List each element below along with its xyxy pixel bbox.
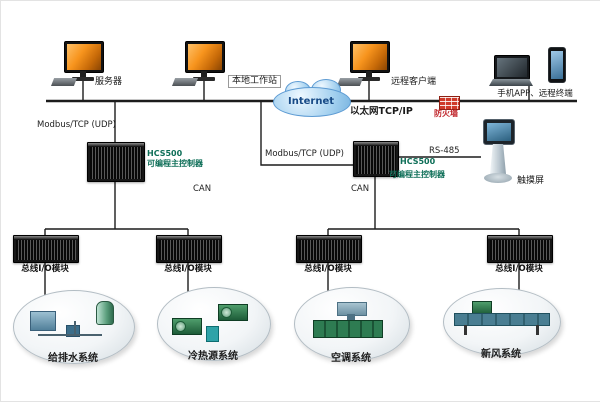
monitor-bezel	[64, 41, 104, 73]
laptop-screen	[497, 58, 527, 77]
duct-run-icon	[454, 313, 550, 326]
kiosk-head	[483, 119, 515, 145]
cloud-puff	[273, 87, 351, 117]
pipe-icon	[38, 334, 102, 336]
controller-left-desc: 可编程主控制器	[147, 159, 203, 168]
rack-top	[297, 236, 361, 239]
duct-leg-icon	[464, 325, 467, 335]
monitor-screen	[188, 44, 222, 70]
water-system-label: 给排水系统	[48, 353, 98, 364]
remote-client-monitor-icon	[337, 41, 392, 87]
keyboard-icon	[172, 78, 198, 86]
laptop-lid	[494, 55, 530, 80]
monitor-stand	[80, 71, 86, 77]
water-tank-icon	[30, 311, 56, 331]
monitor-bezel	[350, 41, 390, 73]
firewall-icon	[439, 96, 460, 110]
controller-right-desc: 可编程主控制器	[389, 170, 445, 179]
modbus-mid-label: Modbus/TCP (UDP)	[265, 149, 344, 159]
rack-top	[157, 236, 221, 239]
rack-fins	[159, 240, 219, 260]
io-module-2-rack-icon	[156, 235, 222, 263]
controller-left-rack-icon	[87, 142, 145, 182]
rack-fins	[90, 147, 142, 179]
ahu-icon	[313, 320, 383, 338]
pipe-icon	[74, 321, 76, 335]
phone-screen	[551, 51, 563, 79]
controller-right-model: HCS500	[400, 157, 436, 166]
modbus-left-label: Modbus/TCP (UDP)	[37, 120, 116, 130]
rack-top	[488, 236, 552, 239]
io-module-4-rack-icon	[487, 235, 553, 263]
wire-modbus-mid	[260, 101, 353, 166]
duct-leg-icon	[536, 325, 539, 335]
monitor-stand	[366, 71, 372, 77]
monitor-bezel	[185, 41, 225, 73]
rack-top	[14, 236, 78, 239]
fresh-air-system-ellipse	[443, 288, 561, 356]
can-left-label: CAN	[193, 184, 212, 194]
keyboard-icon	[51, 78, 77, 86]
hvac-system-ellipse	[294, 287, 410, 361]
touchscreen-kiosk-icon	[481, 119, 515, 185]
smartphone-icon	[548, 47, 566, 83]
kiosk-base	[484, 173, 512, 183]
internet-cloud-icon: Internet	[273, 79, 351, 117]
io-module-3-label: 总线I/O模块	[304, 264, 352, 274]
laptop-icon	[489, 55, 535, 87]
rack-top	[354, 142, 398, 145]
rack-fins	[299, 240, 359, 260]
io-module-1-label: 总线I/O模块	[21, 264, 69, 274]
ethernet-label: 以太网TCP/IP	[350, 106, 413, 117]
cylinder-tank-icon	[96, 301, 114, 325]
hvac-system-label: 空调系统	[331, 353, 371, 364]
workstation-monitor-icon	[172, 41, 227, 87]
mobile-label: 手机APP、远程终端	[497, 89, 573, 99]
remote-client-label: 远程客户端	[391, 77, 437, 87]
touchscreen-label: 触摸屏	[517, 176, 545, 186]
controller-left-model: HCS500	[147, 149, 183, 158]
water-system-ellipse	[13, 290, 135, 364]
monitor-base	[72, 77, 94, 81]
pump-wheel-icon	[175, 321, 186, 332]
monitor-base	[193, 77, 215, 81]
server-monitor-icon	[51, 41, 106, 87]
monitor-screen	[67, 44, 101, 70]
workstation-label: 本地工作站	[228, 75, 282, 88]
keyboard-icon	[337, 78, 363, 86]
io-module-2-label: 总线I/O模块	[164, 264, 212, 274]
controller-right-rack-icon	[353, 141, 399, 177]
internet-label: Internet	[287, 95, 334, 107]
kiosk-screen	[487, 123, 511, 141]
can-right-label: CAN	[351, 184, 370, 194]
monitor-screen	[353, 44, 387, 70]
monitor-stand	[201, 71, 207, 77]
fresh-air-system-label: 新风系统	[481, 349, 521, 360]
firewall-label: 防火墙	[434, 109, 458, 118]
rack-fins	[490, 240, 550, 260]
duct-joint-icon	[347, 314, 355, 320]
rack-top	[88, 143, 144, 146]
kiosk-body	[490, 144, 506, 174]
io-module-1-rack-icon	[13, 235, 79, 263]
rack-fins	[356, 146, 396, 174]
chiller-system-label: 冷热源系统	[188, 351, 238, 362]
rack-fins	[16, 240, 76, 260]
server-label: 服务器	[95, 77, 123, 87]
io-module-4-label: 总线I/O模块	[495, 264, 543, 274]
laptop-keyboard	[489, 79, 533, 86]
chiller-system-ellipse	[157, 287, 271, 361]
control-panel-icon	[206, 326, 219, 342]
io-module-3-rack-icon	[296, 235, 362, 263]
pump-wheel-icon	[221, 307, 232, 318]
monitor-base	[358, 77, 380, 81]
rs485-label: RS-485	[429, 146, 460, 156]
